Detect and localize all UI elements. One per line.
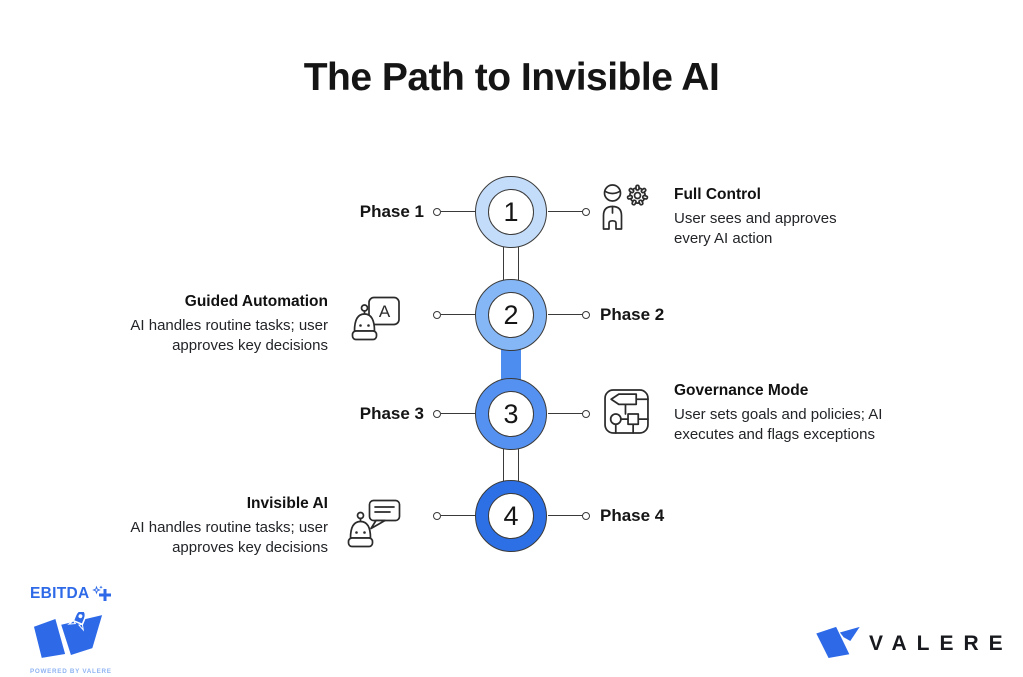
phase-2-number-text: 2	[503, 299, 519, 330]
phase-3-right-dot	[582, 410, 590, 418]
phase-4-description: AI handles routine tasks; user approves …	[130, 519, 328, 556]
phase-3-ring: 3	[475, 378, 547, 450]
phase-2-content: Guided Automation AI handles routine tas…	[113, 293, 328, 355]
ebitda-logo: EBITDA POWERED BY VALERE	[30, 585, 112, 675]
phase-1-ring: 1	[475, 176, 547, 248]
connector-phase3-phase4	[503, 448, 519, 483]
page-title: The Path to Invisible AI	[303, 56, 720, 99]
phase-3-label: Phase 3	[359, 404, 424, 423]
robot-chat-icon	[347, 499, 401, 554]
phase-3-description: User sets goals and policies; AI execute…	[674, 406, 883, 443]
phase-2-number: 2	[488, 292, 534, 338]
phase-3-content: Governance Mode User sets goals and poli…	[674, 382, 912, 444]
robot-letter-glyph: A	[379, 302, 391, 321]
phase-2-left-line	[441, 314, 476, 315]
valere-v-mark	[814, 624, 862, 663]
phase-4-content: Invisible AI AI handles routine tasks; u…	[113, 495, 328, 557]
ebitda-w-mark	[33, 609, 112, 664]
phase-4-right-line	[548, 515, 583, 516]
phase-1-heading: Full Control	[674, 186, 761, 203]
plus-sparkle-icon	[91, 585, 112, 610]
phase-4-ring: 4	[475, 480, 547, 552]
phase-1-number-text: 1	[503, 196, 519, 227]
phase-2-left-dot	[433, 311, 441, 319]
phase-1-right-line	[548, 211, 583, 212]
phase-1-number: 1	[488, 189, 534, 235]
phase-2-label: Phase 2	[600, 305, 665, 324]
phase-4-number: 4	[488, 493, 534, 539]
phase-1-content: Full Control User sees and approves ever…	[674, 186, 852, 248]
connector-phase1-phase2	[503, 246, 519, 282]
phase-1-left-dot	[433, 208, 441, 216]
phase-3-number-text: 3	[503, 398, 519, 429]
ebitda-tagline: POWERED BY VALERE	[30, 668, 112, 675]
valere-logo: VALERE	[814, 624, 1013, 663]
phase-3-heading: Governance Mode	[674, 382, 809, 399]
phase-4-left-dot	[433, 512, 441, 520]
phase-1-right-dot	[582, 208, 590, 216]
phase-2-heading: Guided Automation	[184, 293, 328, 310]
phase-4-right-dot	[582, 512, 590, 520]
phase-2-right-line	[548, 314, 583, 315]
phase-2-description: AI handles routine tasks; user approves …	[130, 317, 328, 354]
phase-4-number-text: 4	[503, 500, 519, 531]
phase-3-right-line	[548, 413, 583, 414]
user-gear-icon	[599, 182, 651, 237]
valere-logo-text: VALERE	[869, 631, 1013, 655]
phase-4-heading: Invisible AI	[246, 495, 328, 512]
robot-letter-icon: A	[349, 296, 401, 347]
ebitda-logo-row: EBITDA	[30, 585, 112, 610]
phase-1-description: User sees and approves every AI action	[674, 210, 837, 247]
connector-phase2-phase3	[501, 349, 521, 381]
flowchart-icon	[603, 388, 650, 440]
ebitda-logo-text: EBITDA	[30, 585, 90, 602]
phase-1-left-line	[441, 211, 476, 212]
phase-1-label: Phase 1	[359, 202, 424, 221]
phase-3-left-dot	[433, 410, 441, 418]
phase-3-left-line	[441, 413, 476, 414]
phase-4-left-line	[441, 515, 476, 516]
phase-4-label: Phase 4	[600, 506, 665, 525]
phase-3-number: 3	[488, 391, 534, 437]
phase-2-ring: 2	[475, 279, 547, 351]
phase-2-right-dot	[582, 311, 590, 319]
